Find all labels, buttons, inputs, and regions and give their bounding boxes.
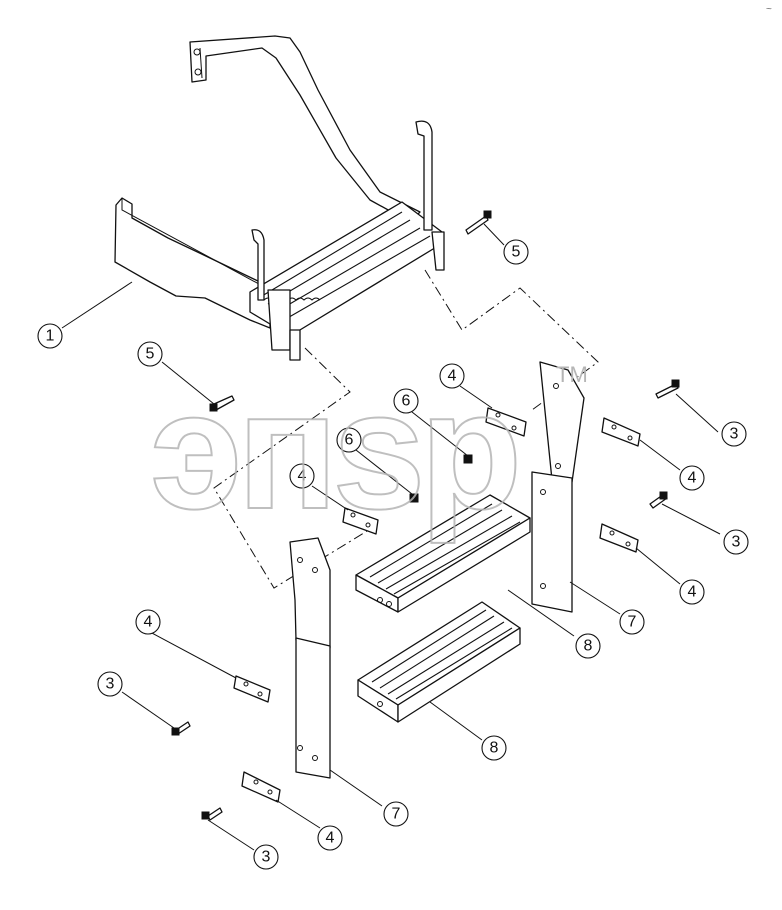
svg-text:TM: TM xyxy=(556,362,588,387)
svg-text:1: 1 xyxy=(46,328,55,345)
callout-4-right-upper: 4 xyxy=(679,465,705,491)
mounting-bracket xyxy=(189,35,421,223)
callout-3-left: 3 xyxy=(97,671,123,697)
lower-loose-tread xyxy=(357,601,521,723)
callout-6-upper: 6 xyxy=(393,388,419,414)
watermark-logo: эпѕр TM xyxy=(149,355,588,545)
callout-6-lower: 6 xyxy=(336,427,362,453)
assembly-guide-upper xyxy=(424,269,599,411)
side-panel xyxy=(114,197,271,329)
svg-text:3: 3 xyxy=(262,849,271,866)
svg-text:4: 4 xyxy=(688,470,697,487)
callout-7-left: 7 xyxy=(383,801,409,827)
callout-4-right-lower: 4 xyxy=(679,579,705,605)
callout-3-right-upper: 3 xyxy=(721,421,747,447)
svg-text:8: 8 xyxy=(490,740,499,757)
callout-1-upper-step: 1 xyxy=(37,323,63,349)
svg-text:6: 6 xyxy=(345,432,354,449)
corner-mark: ~ xyxy=(766,4,772,15)
callout-3-right-lower: 3 xyxy=(723,529,749,555)
left-handle xyxy=(251,229,265,301)
left-stringer xyxy=(289,537,331,779)
right-stringer xyxy=(531,361,585,613)
svg-text:4: 4 xyxy=(688,584,697,601)
callout-7-right: 7 xyxy=(619,609,645,635)
spacer-plates xyxy=(233,407,641,803)
upper-step-assembly xyxy=(114,35,445,361)
fasteners xyxy=(171,210,680,821)
svg-text:4: 4 xyxy=(448,368,457,385)
callout-8-upper: 8 xyxy=(575,633,601,659)
svg-text:5: 5 xyxy=(146,346,155,363)
upper-loose-tread xyxy=(355,494,531,613)
callout-4-center: 4 xyxy=(439,363,465,389)
svg-text:3: 3 xyxy=(106,676,115,693)
callout-8-lower: 8 xyxy=(481,735,507,761)
svg-text:7: 7 xyxy=(392,806,401,823)
callout-4-bottom: 4 xyxy=(317,825,343,851)
leader-lines xyxy=(61,223,721,851)
callout-5-left: 5 xyxy=(137,341,163,367)
svg-text:эпѕр: эпѕр xyxy=(150,356,516,544)
callout-5-right: 5 xyxy=(503,239,529,265)
svg-text:3: 3 xyxy=(732,534,741,551)
svg-text:4: 4 xyxy=(298,468,307,485)
svg-text:6: 6 xyxy=(402,393,411,410)
svg-text:3: 3 xyxy=(730,426,739,443)
callout-4-left: 4 xyxy=(135,609,161,635)
svg-text:4: 4 xyxy=(326,830,335,847)
callout-4-mid-left: 4 xyxy=(289,463,315,489)
right-handle xyxy=(415,120,433,231)
svg-text:5: 5 xyxy=(512,244,521,261)
svg-text:4: 4 xyxy=(144,614,153,631)
svg-text:8: 8 xyxy=(584,638,593,655)
upper-front-post xyxy=(267,289,291,351)
svg-text:7: 7 xyxy=(628,614,637,631)
callout-3-bottom: 3 xyxy=(253,844,279,870)
